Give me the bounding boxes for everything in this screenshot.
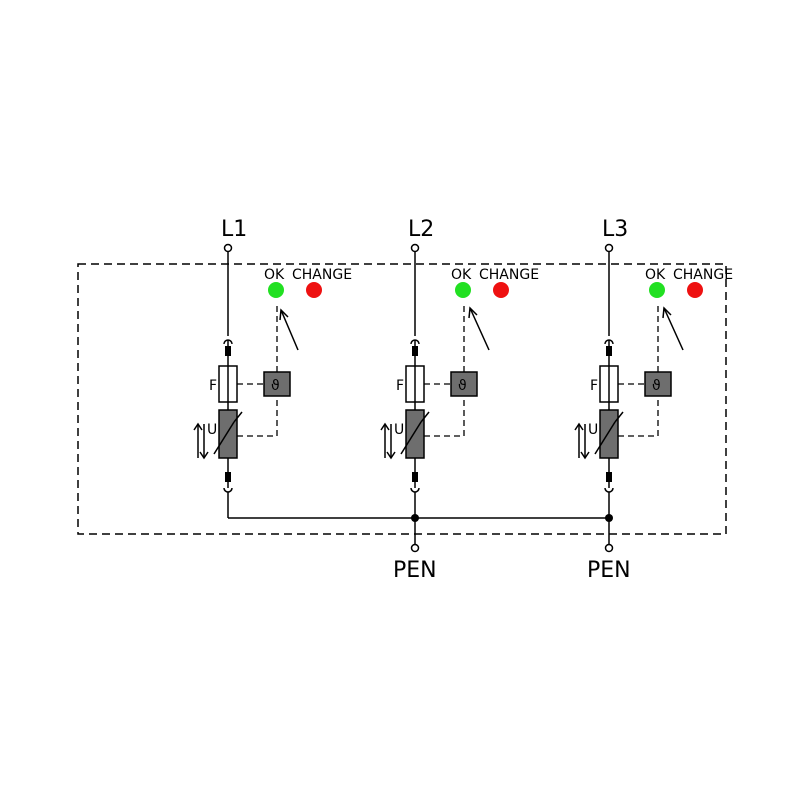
fuse-label: F bbox=[590, 378, 598, 394]
change-label: CHANGE bbox=[292, 267, 352, 283]
indicator-actuator-lever bbox=[280, 309, 299, 351]
bottom-contact-block bbox=[225, 472, 231, 482]
pen-terminal-2: PEN bbox=[587, 518, 631, 583]
indicator-actuator-lever bbox=[663, 307, 684, 351]
bidirectional-arrows-icon bbox=[193, 422, 209, 460]
varistor bbox=[599, 409, 619, 459]
thermal-disconnector bbox=[263, 371, 291, 397]
thermal-disconnector-symbol: ϑ bbox=[458, 378, 467, 394]
phase-input-terminal bbox=[410, 243, 420, 253]
indicator-actuator-lever bbox=[469, 307, 490, 351]
change-indicator-led bbox=[306, 282, 322, 298]
bottom-contact-block bbox=[412, 472, 418, 482]
bottom-connector-cup bbox=[604, 487, 614, 493]
pen-terminal-1: PEN bbox=[393, 518, 437, 583]
change-indicator-led bbox=[687, 282, 703, 298]
phase-terminal-label: L2 bbox=[408, 217, 434, 242]
varistor bbox=[405, 409, 425, 459]
phase-terminal-label: L3 bbox=[602, 217, 628, 242]
change-label: CHANGE bbox=[479, 267, 539, 283]
actuator-arrow-icon bbox=[468, 306, 478, 319]
phase-circuit-l2: L2 F U ϑ OK bbox=[380, 217, 539, 518]
top-contact-block bbox=[225, 346, 231, 356]
ok-label: OK bbox=[264, 267, 285, 283]
bottom-connector-cup bbox=[223, 487, 233, 493]
varistor-characteristic-line bbox=[594, 421, 616, 455]
change-label: CHANGE bbox=[673, 267, 733, 283]
phase-circuit-l3: L3 F U ϑ OK bbox=[574, 217, 733, 518]
enclosure-boundary bbox=[77, 263, 727, 535]
phase-input-terminal bbox=[604, 243, 614, 253]
phase-input-terminal bbox=[223, 243, 233, 253]
ok-label: OK bbox=[645, 267, 666, 283]
bottom-contact-block bbox=[606, 472, 612, 482]
actuator-arrow-icon bbox=[279, 308, 289, 321]
thermal-disconnector-symbol: ϑ bbox=[271, 378, 280, 394]
thermal-disconnector-symbol: ϑ bbox=[652, 378, 661, 394]
bidirectional-arrows-icon bbox=[574, 422, 590, 460]
thermal-disconnector bbox=[644, 371, 672, 397]
ok-indicator-led bbox=[455, 282, 471, 298]
ok-label: OK bbox=[451, 267, 472, 283]
fuse-label: F bbox=[396, 378, 404, 394]
ok-indicator-led bbox=[268, 282, 284, 298]
fuse-label: F bbox=[209, 378, 217, 394]
bidirectional-arrows-icon bbox=[380, 422, 396, 460]
change-indicator-led bbox=[493, 282, 509, 298]
pen-label: PEN bbox=[587, 558, 631, 583]
actuator-arrow-icon bbox=[662, 306, 672, 319]
ok-indicator-led bbox=[649, 282, 665, 298]
top-contact-block bbox=[412, 346, 418, 356]
pen-label: PEN bbox=[393, 558, 437, 583]
top-contact-block bbox=[606, 346, 612, 356]
varistor-label: U bbox=[394, 422, 404, 438]
varistor-characteristic-line bbox=[213, 421, 235, 455]
bottom-connector-cup bbox=[410, 487, 420, 493]
varistor-label: U bbox=[588, 422, 598, 438]
phase-circuit-l1: L1 F U ϑ OK bbox=[193, 217, 352, 518]
thermal-disconnector bbox=[450, 371, 478, 397]
varistor-characteristic-line bbox=[400, 421, 422, 455]
varistor-label: U bbox=[207, 422, 217, 438]
varistor bbox=[218, 409, 238, 459]
phase-terminal-label: L1 bbox=[221, 217, 247, 242]
